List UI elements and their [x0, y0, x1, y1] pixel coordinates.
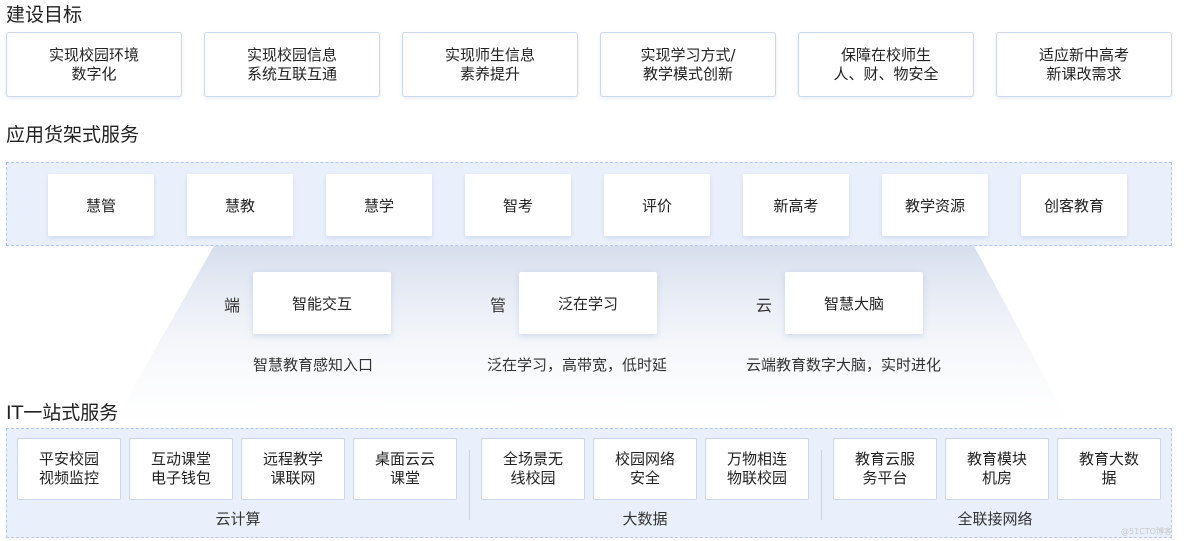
- group-divider: [469, 450, 470, 520]
- goal-card: 实现师生信息 素养提升: [402, 32, 578, 97]
- app-card[interactable]: 创客教育: [1021, 174, 1127, 236]
- goal-card: 实现校园信息 系统互联互通: [204, 32, 380, 97]
- tier-box-brain: 智慧大脑: [785, 272, 923, 334]
- app-card[interactable]: 慧教: [187, 174, 293, 236]
- tier-box-learning: 泛在学习: [519, 272, 657, 334]
- app-card[interactable]: 教学资源: [882, 174, 988, 236]
- it-title: IT一站式服务: [6, 402, 119, 424]
- app-card[interactable]: 慧管: [48, 174, 154, 236]
- group-label-network: 全联接网络: [957, 510, 1033, 528]
- it-card: 教育云服 务平台: [833, 438, 937, 500]
- apps-band: [6, 162, 1172, 246]
- tier-label-cloud: 云: [756, 296, 773, 315]
- tier-desc: 云端教育数字大脑，实时进化: [746, 356, 942, 374]
- it-card: 远程教学 课联网: [241, 438, 345, 500]
- goal-card: 实现学习方式/ 教学模式创新: [600, 32, 776, 97]
- app-card[interactable]: 评价: [604, 174, 710, 236]
- apps-title: 应用货架式服务: [6, 124, 140, 146]
- tier-label-end: 端: [224, 296, 241, 315]
- group-label-cloud: 云计算: [215, 510, 261, 528]
- tier-label-pipe: 管: [490, 296, 507, 315]
- tier-desc: 智慧教育感知入口: [253, 356, 374, 374]
- it-card: 桌面云云 课堂: [353, 438, 457, 500]
- it-card: 教育大数 据: [1057, 438, 1161, 500]
- it-card: 校园网络 安全: [593, 438, 697, 500]
- it-card: 全场景无 线校园: [481, 438, 585, 500]
- watermark: @51CTO博客: [1121, 527, 1172, 536]
- group-divider: [821, 450, 822, 520]
- goal-card: 保障在校师生 人、财、物安全: [798, 32, 974, 97]
- group-label-bigdata: 大数据: [622, 510, 668, 528]
- app-card[interactable]: 新高考: [743, 174, 849, 236]
- app-card[interactable]: 慧学: [326, 174, 432, 236]
- tier-desc: 泛在学习，高带宽，低时延: [487, 356, 668, 374]
- goal-card: 适应新中高考 新课改需求: [996, 32, 1172, 97]
- goals-title: 建设目标: [6, 4, 83, 26]
- it-card: 平安校园 视频监控: [17, 438, 121, 500]
- tier-box-interaction: 智能交互: [253, 272, 391, 334]
- app-card[interactable]: 智考: [465, 174, 571, 236]
- it-card: 教育模块 机房: [945, 438, 1049, 500]
- goal-card: 实现校园环境 数字化: [6, 32, 182, 97]
- it-card: 互动课堂 电子钱包: [129, 438, 233, 500]
- it-card: 万物相连 物联校园: [705, 438, 809, 500]
